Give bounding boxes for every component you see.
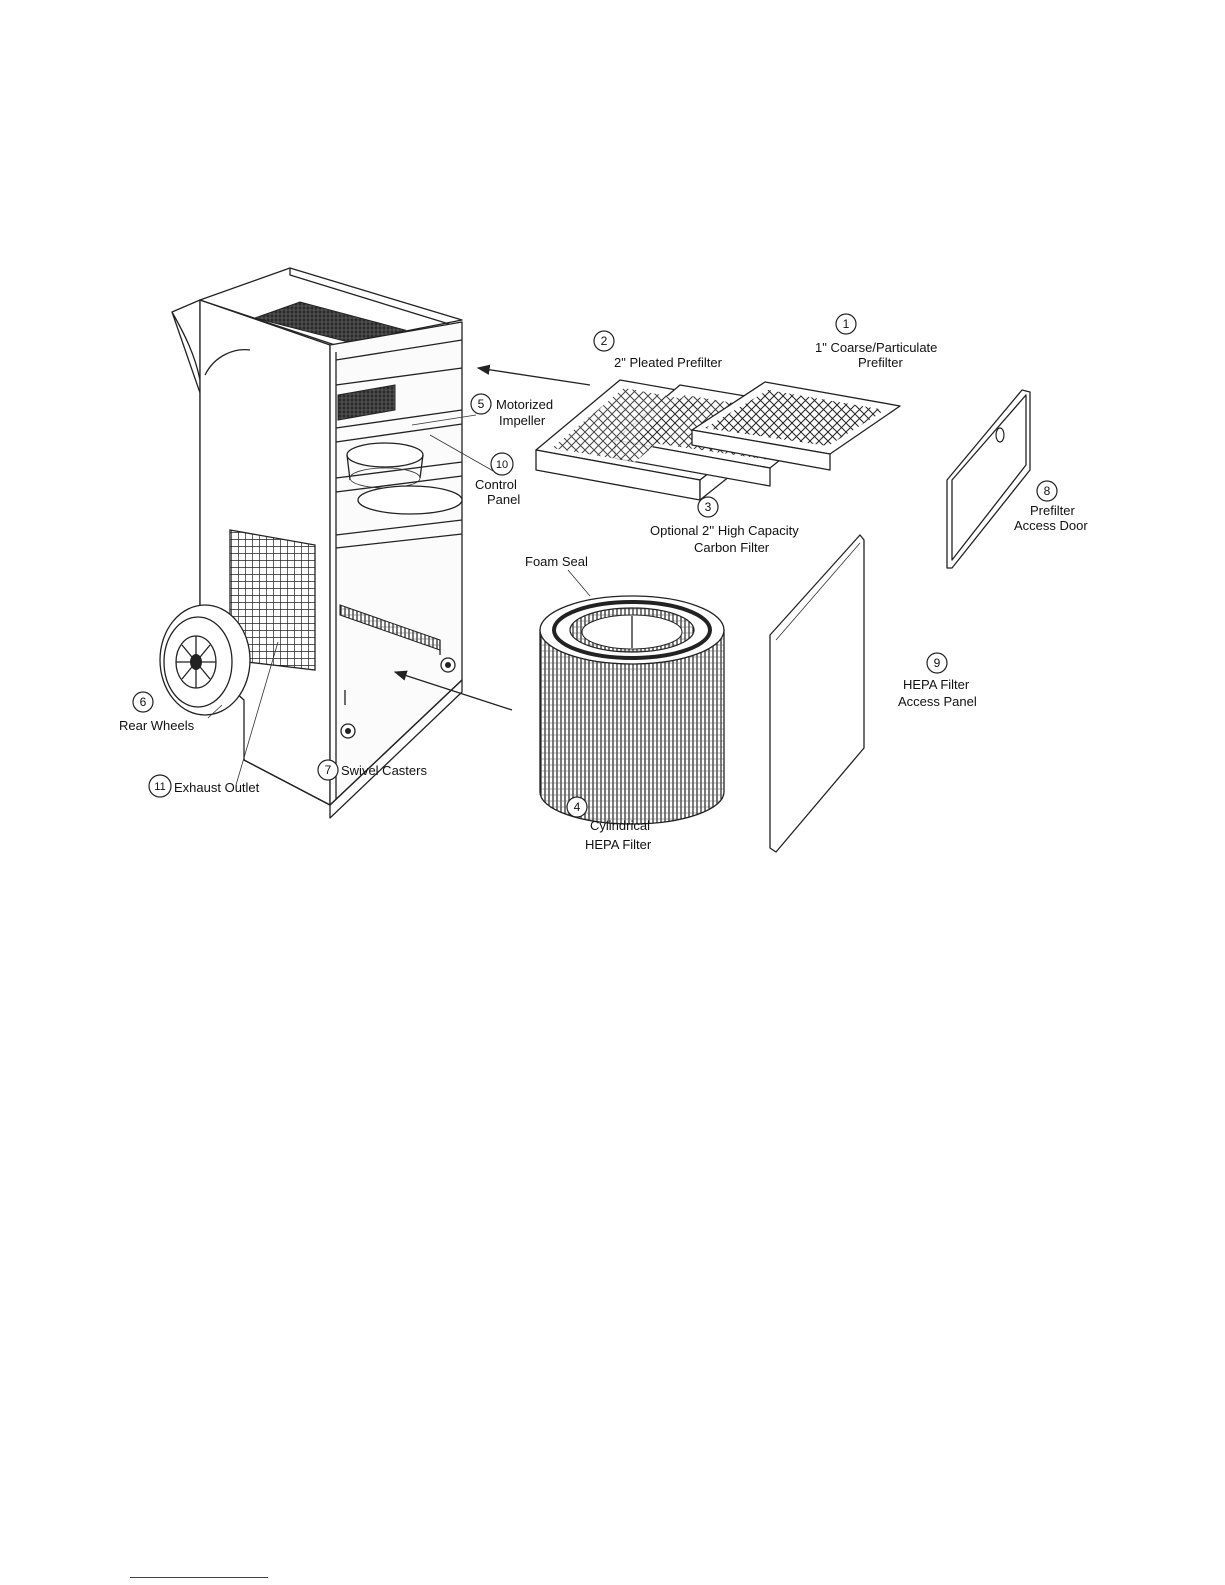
part-label: Impeller [499,413,546,428]
callout-10: 10 Control Panel [475,453,520,507]
callout-8: 8 Prefilter Access Door [1014,481,1088,533]
part-label: Access Panel [898,694,977,709]
callout-number: 3 [705,500,712,514]
hepa-access-panel [770,535,864,852]
footer-rule [130,1577,268,1578]
callout-number: 6 [140,695,147,709]
callout-number: 9 [934,656,941,670]
callout-number: 1 [843,317,850,331]
part-label: Swivel Casters [341,763,427,778]
part-label: Panel [487,492,520,507]
part-label: Optional 2'' High Capacity [650,523,799,538]
part-label: Rear Wheels [119,718,195,733]
callout-number: 5 [478,397,485,411]
part-label: Control [475,477,517,492]
part-label: HEPA Filter [585,837,652,852]
foam-seal-label: Foam Seal [525,554,588,569]
callout-9: 9 HEPA Filter Access Panel [898,653,977,709]
callout-number: 7 [325,763,332,777]
rear-wheel-illustration [160,605,250,715]
callout-3: 3 Optional 2'' High Capacity Carbon Filt… [650,497,799,555]
callout-number: 4 [574,800,581,814]
callout-1: 1 1" Coarse/Particulate Prefilter [815,314,937,370]
callout-11: 11 Exhaust Outlet [149,775,260,797]
prefilter-stack [536,380,900,500]
part-label: Prefilter [858,355,903,370]
part-label: Cylindrical [590,818,650,833]
air-cleaner-cabinet [172,268,462,818]
callout-7: 7 Swivel Casters [318,760,427,780]
callout-2: 2 2" Pleated Prefilter [594,331,723,370]
prefilter-access-door [947,390,1030,568]
callout-foam-seal: Foam Seal [525,554,588,569]
part-label: Prefilter [1030,503,1075,518]
part-label: HEPA Filter [903,677,970,692]
callout-number: 10 [496,459,508,471]
part-label: Exhaust Outlet [174,780,260,795]
part-label: Motorized [496,397,553,412]
callout-number: 8 [1044,484,1051,498]
part-label: 2" Pleated Prefilter [614,355,723,370]
part-label: Access Door [1014,518,1088,533]
callout-5: 5 Motorized Impeller [471,394,553,428]
part-label: 1" Coarse/Particulate [815,340,937,355]
cylindrical-hepa-filter [540,596,724,824]
callout-number: 2 [601,334,608,348]
callout-number: 11 [154,781,165,793]
part-label: Carbon Filter [694,540,770,555]
